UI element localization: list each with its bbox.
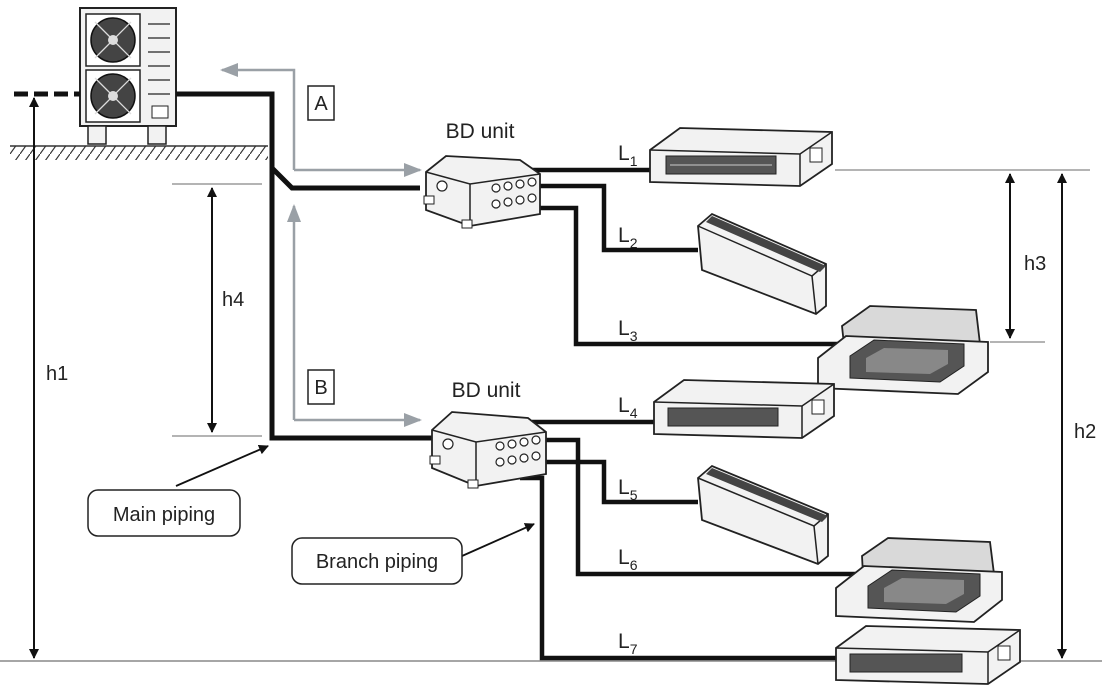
main-pipe [14, 91, 434, 441]
bd-unit-label-bottom: BD unit [452, 379, 521, 402]
branch-pipes-bottom [520, 419, 860, 661]
branch-pipes-top [520, 167, 840, 347]
pipe-length-labels: L1 L2 L3 L4 L5 L6 L7 [618, 142, 638, 657]
box-a: A [307, 85, 335, 121]
indoor-unit-ducted-1 [649, 127, 833, 187]
pipe-label-l4: L4 [618, 394, 638, 421]
bd-unit-bottom [429, 411, 547, 489]
svg-text:Main piping: Main piping [113, 504, 215, 526]
bd-unit-top [423, 155, 541, 229]
pipe-label-l5: L5 [618, 476, 638, 503]
indoor-unit-wall-1 [697, 212, 827, 316]
indoor-unit-cassette-2 [835, 537, 1003, 623]
h4-label: h4 [222, 289, 244, 311]
outdoor-unit [79, 7, 177, 145]
reference-lines [172, 169, 1090, 437]
h1-label: h1 [46, 363, 68, 385]
branch-piping-callout: Branch piping [291, 537, 463, 585]
indoor-unit-ducted-2 [653, 379, 835, 439]
pipe-label-l6: L6 [618, 546, 638, 573]
svg-text:A: A [314, 93, 328, 115]
ground-hatch [10, 145, 268, 160]
gray-arrows [220, 63, 422, 427]
bd-unit-label-top: BD unit [446, 120, 515, 143]
h3-label: h3 [1024, 253, 1046, 275]
dimension-arrows [29, 97, 1067, 659]
pipe-label-l1: L1 [618, 142, 638, 169]
h2-label: h2 [1074, 421, 1096, 443]
svg-text:Branch piping: Branch piping [316, 551, 438, 573]
svg-text:B: B [314, 377, 327, 399]
pipe-label-l3: L3 [618, 317, 638, 344]
main-piping-callout: Main piping [87, 489, 241, 537]
indoor-unit-ducted-3 [835, 625, 1021, 685]
indoor-unit-wall-2 [697, 464, 829, 566]
box-b: B [307, 369, 335, 405]
pipe-label-l2: L2 [618, 224, 638, 251]
callout-arrows [175, 445, 535, 557]
pipe-label-l7: L7 [618, 630, 638, 657]
indoor-unit-cassette-1 [817, 305, 989, 395]
